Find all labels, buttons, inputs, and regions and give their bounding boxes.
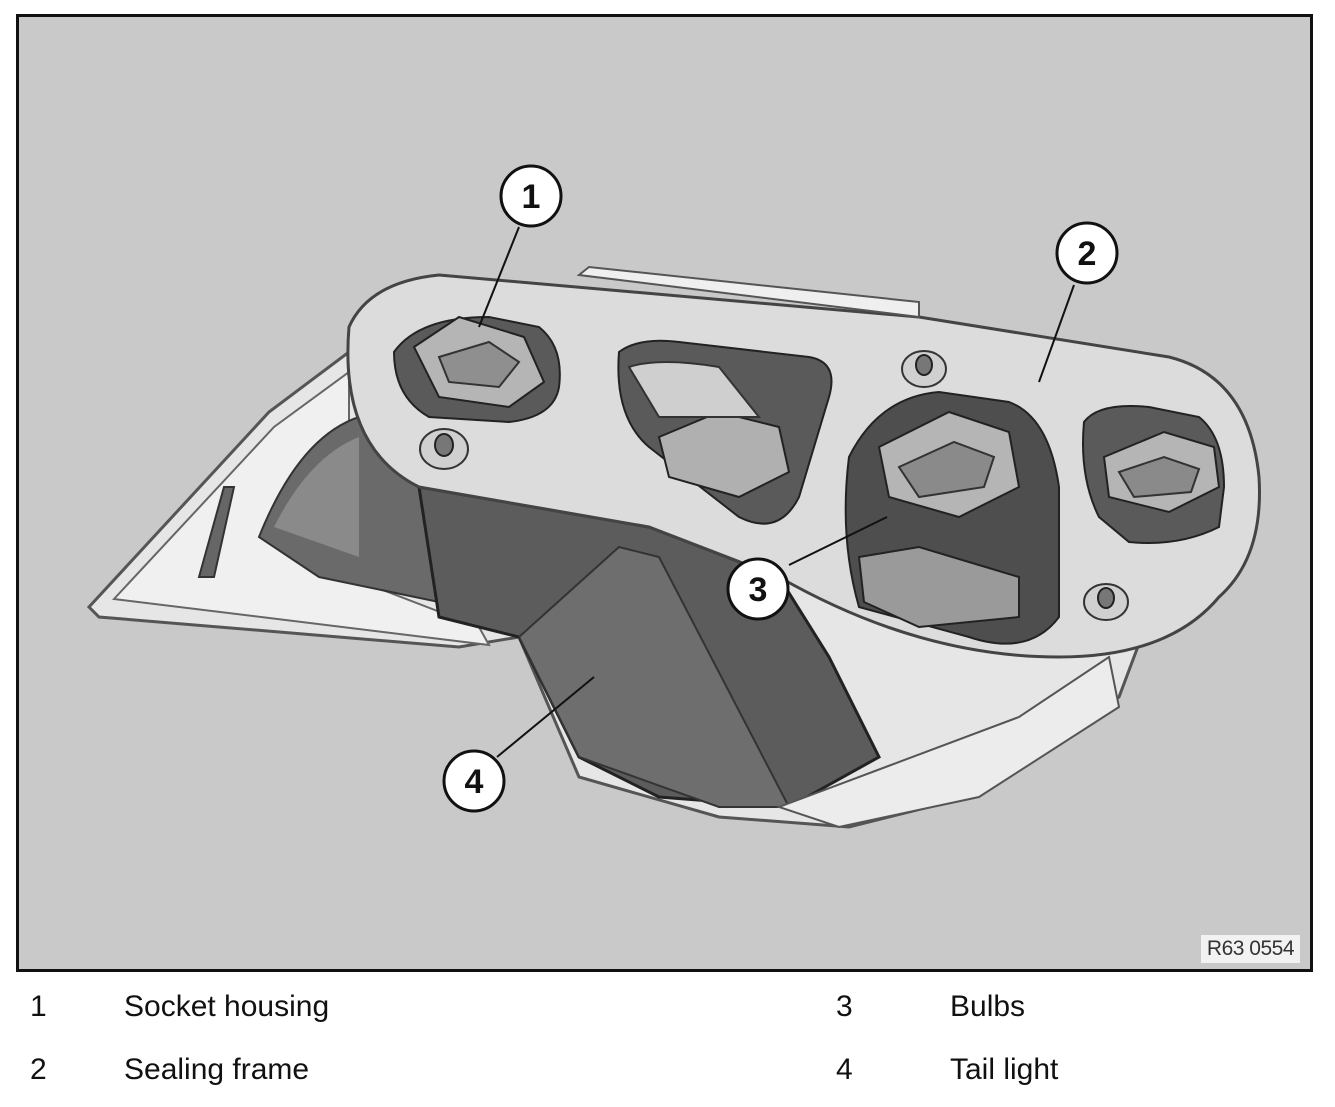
legend-label: Sealing frame: [124, 1053, 310, 1086]
parts-legend: 1 Socket housing 2 Sealing frame 3 Bulbs…: [0, 975, 1335, 1105]
figure-code: R63 0554: [1200, 935, 1300, 963]
legend-number: 2: [30, 1053, 47, 1086]
leader-4: [496, 676, 595, 758]
leader-3: [788, 516, 888, 566]
legend-label: Tail light: [950, 1053, 1059, 1086]
callout-4: 4: [442, 749, 506, 813]
svg-text:4: 4: [465, 763, 484, 801]
legend-number: 3: [836, 990, 853, 1023]
legend-number: 4: [836, 1053, 853, 1086]
socket-housing: [412, 315, 546, 409]
bulb-sockets: [627, 361, 1221, 629]
svg-text:2: 2: [1078, 235, 1097, 273]
leader-2: [1038, 284, 1075, 383]
legend-label: Socket housing: [124, 990, 330, 1023]
legend-item: 4 Tail light: [0, 1050, 1335, 1090]
legend-label: Bulbs: [950, 990, 1026, 1023]
leader-1: [478, 226, 520, 328]
mounting-studs: [419, 350, 1129, 621]
callout-3: 3: [726, 557, 790, 621]
callout-leaders: [478, 226, 1075, 758]
callout-1: 1: [499, 164, 563, 228]
legend-number: 1: [30, 990, 47, 1023]
callout-2: 2: [1055, 221, 1119, 285]
legend-item: 2 Sealing frame: [0, 1050, 700, 1090]
svg-text:3: 3: [749, 571, 768, 609]
legend-item: 3 Bulbs: [0, 987, 1335, 1027]
diagram-figure: 1 2 3 4 R63 0554: [16, 14, 1313, 972]
svg-text:1: 1: [522, 178, 541, 216]
legend-item: 1 Socket housing: [0, 987, 700, 1027]
tail-light-illustration: 1 2 3 4: [86, 164, 1261, 829]
